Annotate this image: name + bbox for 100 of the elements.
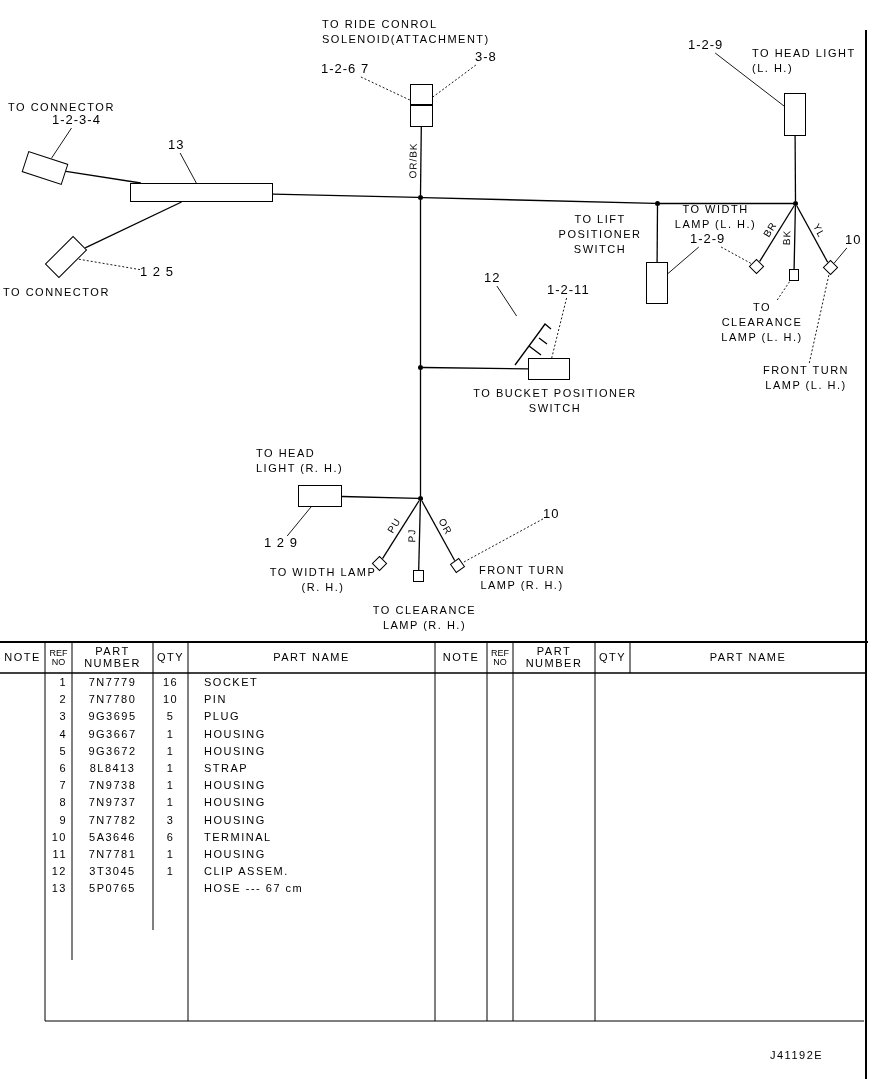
connector-housing bbox=[130, 183, 273, 202]
leader-line bbox=[360, 76, 411, 101]
leader-line bbox=[808, 273, 830, 364]
wire bbox=[659, 202, 794, 205]
leader-line bbox=[461, 518, 544, 564]
wire bbox=[758, 205, 795, 263]
callout-number: 1-2-11 bbox=[547, 283, 590, 298]
callout-number: 1-2-9 bbox=[690, 232, 726, 247]
part-number: 7N7779 bbox=[87, 677, 138, 689]
part-number: 9G3672 bbox=[87, 745, 138, 758]
connector-housing bbox=[298, 485, 342, 507]
ref-number: 8 bbox=[58, 797, 67, 809]
connector-housing bbox=[449, 557, 466, 574]
quantity: 3 bbox=[165, 814, 176, 827]
leader-line bbox=[50, 127, 72, 159]
part-number: 7N9737 bbox=[87, 797, 138, 809]
part-number: 7N7782 bbox=[87, 814, 138, 827]
part-name: HOUSING bbox=[204, 728, 267, 741]
part-name: PIN bbox=[204, 694, 228, 706]
ref-number: 5 bbox=[58, 745, 67, 758]
wire-code: PJ bbox=[405, 528, 418, 543]
quantity: 1 bbox=[165, 728, 176, 741]
wire bbox=[272, 193, 419, 199]
callout-number: 10 bbox=[845, 233, 862, 248]
ref-number: 11 bbox=[51, 849, 67, 861]
wire bbox=[84, 201, 183, 249]
leader-line bbox=[776, 280, 791, 301]
wire-junction bbox=[418, 496, 423, 501]
wire-code: BR bbox=[761, 219, 779, 240]
quantity: 1 bbox=[165, 780, 176, 792]
connector-label: TO RIDE CONROL SOLENOID(ATTACHMENT) bbox=[322, 17, 491, 47]
ref-number: 4 bbox=[58, 728, 67, 741]
part-name: SOCKET bbox=[204, 677, 260, 689]
part-number: 9G3667 bbox=[87, 728, 138, 741]
part-name: HOUSING bbox=[204, 745, 267, 758]
part-number: 8L8413 bbox=[88, 763, 137, 775]
connector-label: TO LIFT POSITIONER SWITCH bbox=[557, 212, 643, 257]
part-name: TERMINAL bbox=[204, 831, 273, 844]
wire bbox=[419, 199, 422, 366]
connector-label: TO HEAD LIGHT (L. H.) bbox=[752, 46, 857, 76]
connector-housing bbox=[410, 84, 433, 127]
connector-label: TO WIDTH LAMP (R. H.) bbox=[268, 565, 378, 595]
ref-number: 12 bbox=[50, 866, 67, 878]
ref-number: 10 bbox=[50, 831, 67, 844]
drawing-number: J41192E bbox=[770, 1050, 824, 1062]
wire-code: OR/BK bbox=[407, 142, 419, 180]
column-header: REF NO bbox=[48, 646, 69, 669]
column-header: REF NO bbox=[490, 646, 510, 669]
wire bbox=[793, 205, 797, 270]
part-number: 5P0765 bbox=[88, 883, 137, 895]
connector-housing bbox=[822, 259, 839, 276]
callout-label: FRONT TURN LAMP (L. H.) bbox=[752, 363, 860, 393]
wire-code: YL bbox=[811, 221, 828, 240]
connector-housing bbox=[748, 258, 765, 275]
connector-housing bbox=[413, 570, 424, 582]
leader-line bbox=[179, 152, 197, 184]
wire bbox=[381, 500, 420, 560]
callout-number: 1 2 9 bbox=[264, 536, 298, 551]
part-number: 3T3045 bbox=[88, 866, 137, 878]
leader-line bbox=[714, 52, 785, 107]
part-name: HOUSING bbox=[204, 797, 267, 809]
callout-number: 1-2-6 7 bbox=[321, 62, 370, 77]
quantity: 6 bbox=[165, 831, 176, 844]
column-header: PART NAME bbox=[272, 650, 351, 666]
wire-junction bbox=[418, 195, 423, 200]
column-header: QTY bbox=[155, 650, 186, 666]
wire bbox=[656, 205, 659, 263]
wire bbox=[341, 495, 419, 500]
quantity: 1 bbox=[165, 849, 176, 861]
leader-line bbox=[833, 247, 848, 264]
quantity: 1 bbox=[165, 866, 176, 878]
callout-number: 3-8 bbox=[475, 50, 497, 65]
leader-line bbox=[77, 258, 141, 271]
wire-junction bbox=[793, 201, 798, 206]
ref-number: 13 bbox=[50, 883, 67, 895]
part-number: 7N7781 bbox=[87, 849, 138, 861]
wire bbox=[65, 170, 142, 184]
callout-number: 13 bbox=[168, 138, 185, 153]
wire bbox=[796, 205, 829, 264]
wire bbox=[421, 500, 456, 562]
connector-label: TO HEAD LIGHT (R. H.) bbox=[256, 446, 345, 476]
wire-code: PU bbox=[385, 515, 403, 536]
callout-label: TO CLEARANCE LAMP (L. H.) bbox=[712, 300, 812, 345]
wire-junction bbox=[655, 201, 660, 206]
part-name: HOUSING bbox=[204, 849, 267, 861]
wire-code: BK bbox=[781, 229, 793, 246]
wire bbox=[422, 366, 529, 370]
part-name: HOSE --- 67 cm bbox=[204, 883, 305, 895]
ref-number: 2 bbox=[58, 694, 67, 706]
callout-number: 1 2 5 bbox=[140, 265, 174, 280]
connector-housing bbox=[789, 269, 799, 281]
connector-housing bbox=[528, 358, 570, 380]
leader-line bbox=[496, 285, 518, 317]
quantity: 10 bbox=[161, 694, 180, 706]
wire-code: OR bbox=[436, 516, 455, 538]
connector-label: TO CONNECTOR bbox=[8, 100, 116, 115]
quantity: 1 bbox=[165, 797, 176, 809]
wire bbox=[422, 196, 656, 205]
quantity: 1 bbox=[165, 763, 176, 775]
connector-label: FRONT TURN LAMP (R. H.) bbox=[477, 563, 567, 593]
